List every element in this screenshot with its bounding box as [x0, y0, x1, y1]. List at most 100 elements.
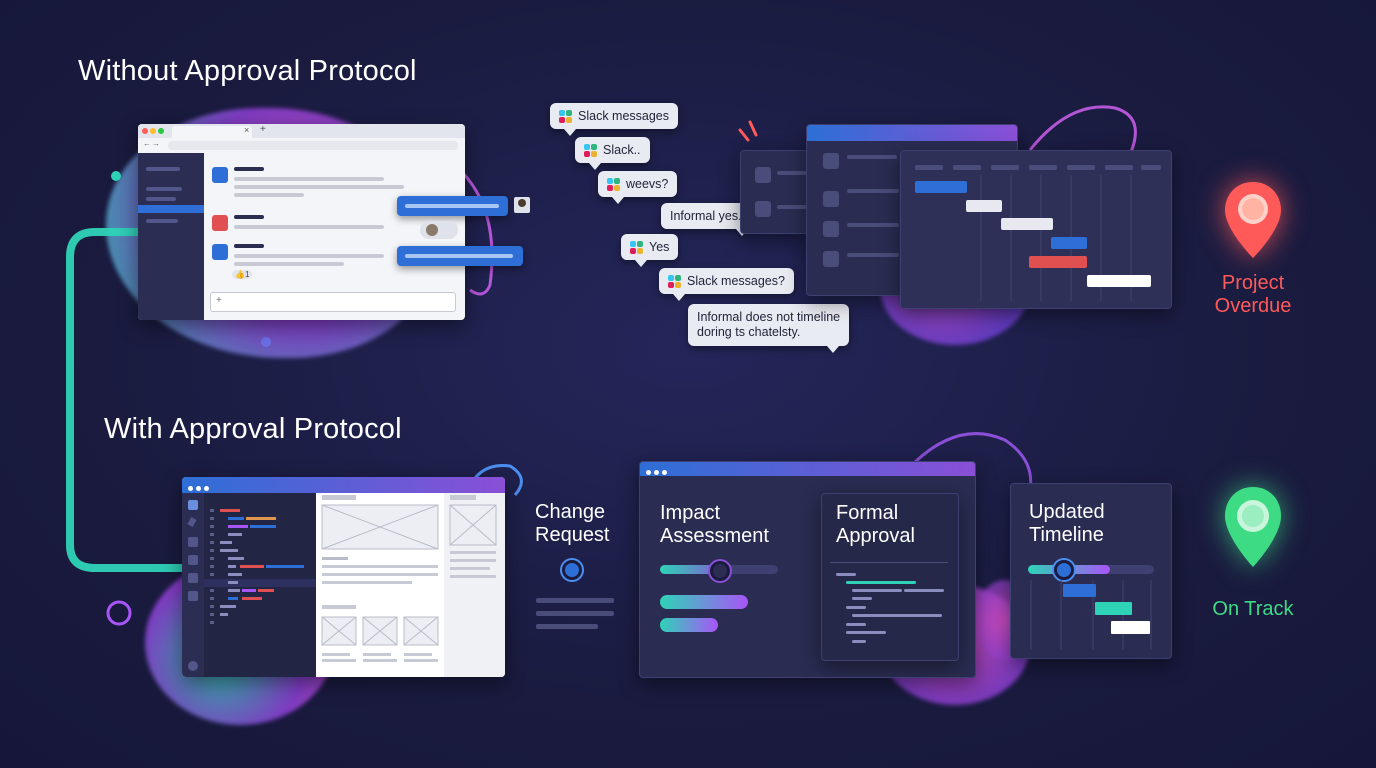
panel-divider [830, 562, 948, 563]
slack-message-bubble: Yes [621, 234, 679, 267]
browser-tab[interactable] [172, 126, 252, 138]
list-line [777, 205, 807, 209]
list-checkbox [823, 153, 839, 169]
approval-line [852, 614, 942, 617]
chat-sidebar [138, 153, 204, 320]
impact-slider-fill [660, 565, 730, 574]
approval-line [852, 597, 872, 600]
timeline-slider-thumb[interactable] [1054, 560, 1074, 580]
window-header-bar [182, 477, 505, 493]
map-pin-icon [1222, 485, 1284, 570]
sidebar-line [146, 197, 176, 201]
editor-window [182, 477, 505, 677]
bubble-text: Slack messages [578, 109, 670, 123]
message-line [234, 262, 344, 266]
gantt-task-bar [1001, 218, 1053, 230]
pencil-icon[interactable] [187, 517, 197, 527]
step-impact-assessment: Impact Assessment [660, 502, 769, 547]
chat-composer-input[interactable]: + [210, 292, 456, 312]
gantt-task-bar [1111, 621, 1150, 634]
window-controls[interactable] [646, 462, 670, 480]
sidebar-line [146, 187, 182, 191]
window-minimize-dot[interactable] [150, 128, 156, 134]
address-bar[interactable] [168, 141, 458, 150]
list-checkbox [755, 201, 771, 217]
updated-timeline-window: Updated Timeline [1010, 483, 1172, 659]
highlighted-message [397, 246, 523, 266]
sidebar-item-active[interactable] [138, 205, 204, 213]
message-author [234, 167, 264, 171]
window-controls[interactable] [188, 478, 212, 496]
slack-message-bubble: Slack messages [550, 103, 679, 136]
list-line [847, 155, 897, 159]
message-avatar [212, 167, 228, 183]
nav-forward-icon[interactable]: → [152, 139, 160, 148]
message-line [234, 193, 304, 197]
gantt-chart-updated [1030, 580, 1152, 650]
bubble-text: Informal yes... [670, 209, 749, 223]
request-detail-line [536, 624, 598, 629]
gantt-task-bar [1095, 602, 1132, 615]
impact-assessment-window: Impact Assessment Formal Approval [639, 461, 976, 678]
slack-icon [559, 109, 572, 123]
activity-item[interactable] [188, 555, 198, 565]
message-line [405, 254, 513, 258]
approval-line [846, 581, 916, 584]
gantt-task-bar [966, 200, 1002, 212]
task-list-window-back [740, 150, 812, 234]
bubble-text: Slack messages? [687, 274, 785, 288]
activity-item[interactable] [188, 573, 198, 583]
slack-icon [584, 143, 597, 157]
message-line [234, 185, 404, 189]
explorer-icon[interactable] [188, 500, 198, 510]
impact-bar [660, 595, 748, 609]
heading-without-approval: Without Approval Protocol [78, 55, 417, 87]
activity-item[interactable] [188, 591, 198, 601]
bubble-text: weevs? [626, 177, 669, 191]
approval-line [846, 631, 886, 634]
chat-message-list: 👍1 [204, 153, 465, 293]
nav-back-icon[interactable]: ← [143, 139, 151, 148]
timeline-slider-track[interactable] [1028, 565, 1154, 574]
window-header-bar [640, 462, 975, 476]
gantt-task-bar [1063, 584, 1096, 597]
window-close-dot[interactable] [142, 128, 148, 134]
step-updated-timeline: Updated Timeline [1029, 501, 1105, 546]
approval-line [904, 589, 944, 592]
impact-slider-thumb[interactable] [710, 561, 730, 581]
sidebar-line [146, 167, 180, 171]
request-detail-line [536, 598, 614, 603]
message-author [234, 244, 264, 248]
account-icon[interactable] [188, 661, 198, 671]
impact-bar [660, 618, 718, 632]
message-avatar [212, 244, 228, 260]
slack-icon [668, 274, 681, 288]
editor-activity-bar [182, 493, 204, 677]
new-tab-icon[interactable]: + [260, 124, 266, 135]
composer-add-icon[interactable]: + [216, 295, 222, 306]
tab-close-icon[interactable]: × [244, 125, 250, 135]
activity-item[interactable] [188, 537, 198, 547]
list-checkbox [823, 191, 839, 207]
list-checkbox [823, 251, 839, 267]
message-line [234, 225, 384, 229]
change-request-node[interactable] [562, 560, 582, 580]
map-pin-icon [1222, 180, 1284, 260]
bubble-text: Informal does not timeline doring ts cha… [697, 310, 841, 339]
window-header-bar [807, 125, 1017, 141]
list-checkbox [755, 167, 771, 183]
bubble-text: Slack.. [603, 143, 641, 157]
request-detail-line [536, 611, 614, 616]
slack-message-bubble: Informal does not timeline doring ts cha… [688, 304, 850, 353]
gantt-task-bar [915, 181, 967, 193]
step-formal-approval: Formal Approval [836, 502, 915, 547]
window-maximize-dot[interactable] [158, 128, 164, 134]
list-line [847, 253, 899, 257]
message-avatar [212, 215, 228, 231]
bubble-text: Yes [649, 240, 670, 254]
reaction-badge[interactable]: 👍1 [232, 270, 253, 279]
attachment-thumb [426, 224, 438, 236]
attachment-pill [420, 221, 458, 239]
browser-tab-bar: × + [138, 124, 465, 138]
